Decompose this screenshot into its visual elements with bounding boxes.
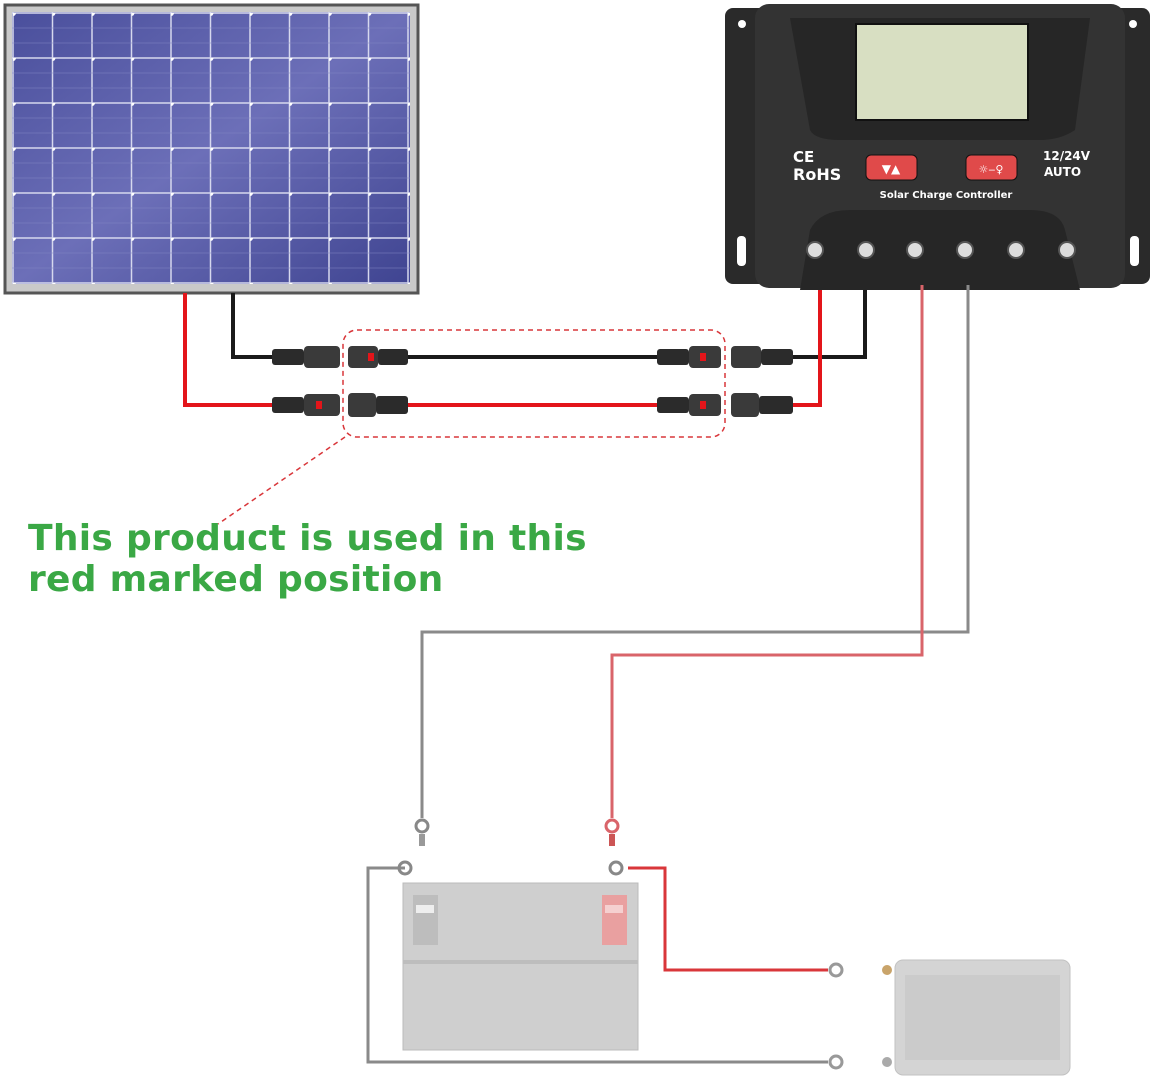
ring-terminals [397,818,844,1070]
highlight-box [342,329,726,438]
mode-label: AUTO [1044,165,1081,179]
pv-negative-wire [231,293,275,359]
pv-wires [183,288,867,407]
battery-wires [366,285,970,1064]
terminal-screws [806,241,1076,259]
highlight-pointer [217,436,346,525]
inverter-negative-wire [366,866,828,1064]
inverter [882,959,1071,1076]
mc4-connectors [272,346,793,417]
screw-load-neg [1058,241,1076,259]
controller-negative-wire [790,288,867,359]
controller-positive-wire [790,288,822,407]
caption-line-1: This product is used in this [28,518,587,559]
screw-bat-pos [906,241,924,259]
caption-line-2: red marked position [28,559,444,600]
down-up-arrows-icon: ▼▲ [882,162,901,176]
charge-controller: CE RoHS ▼▲ ☼‒♀ 12/24V AUTO Solar Charge … [725,4,1150,290]
connector-left-black [272,346,340,368]
lamp-icon: ☼‒♀ [979,163,1004,176]
rohs-mark: RoHS [793,165,841,184]
screw-load-pos [1007,241,1025,259]
connector-mid-red [348,393,408,417]
connector-mid-black [348,346,408,368]
connector-far-red [657,394,721,416]
load-button[interactable] [965,154,1018,181]
inverter-positive-wire [628,866,828,972]
screw-pv-pos [806,241,824,259]
connector-far-black [657,346,721,368]
down-up-button[interactable] [865,154,918,181]
connector-left-red [272,394,340,416]
ce-mark: CE [793,148,814,166]
pv-positive-wire [183,293,275,407]
screw-pv-neg [857,241,875,259]
controller-label: Solar Charge Controller [880,190,1013,201]
battery [402,882,639,1051]
caption: This product is used in this red marked … [28,518,587,600]
screw-bat-neg [956,241,974,259]
connector-right-black [731,346,793,368]
connector-right-red [731,393,793,417]
solar-panel [3,3,420,295]
voltage-label: 12/24V [1043,149,1091,163]
battery-positive-wire [610,285,924,818]
battery-negative-wire [420,285,970,818]
